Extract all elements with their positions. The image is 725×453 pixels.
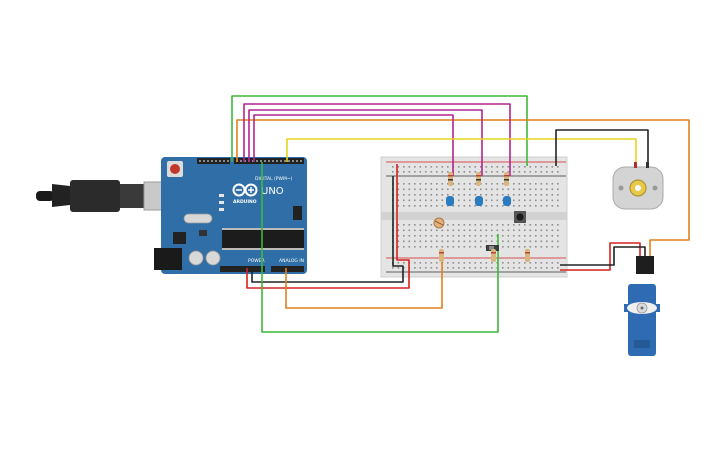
resistor-1 [448, 172, 453, 186]
bottom-resistors [439, 249, 530, 262]
resistor-4 [439, 249, 444, 262]
power-jack [154, 248, 182, 270]
breadboard-center-channel [381, 212, 567, 220]
slide-switch[interactable] [486, 245, 499, 251]
icsp-header [293, 206, 302, 220]
model-label: UNO [261, 186, 284, 197]
push-button[interactable] [514, 211, 526, 223]
analog-header-label: ANALOG IN [279, 258, 304, 264]
capacitor-2 [205, 250, 221, 266]
analog-header [271, 266, 304, 272]
wires [231, 95, 690, 333]
led-2 [475, 196, 483, 206]
wire-green-bottom [261, 162, 499, 333]
dc-motor[interactable] [612, 162, 664, 210]
arduino-logo-icon [232, 183, 258, 197]
digital-header-left [197, 158, 230, 164]
voltage-regulator [173, 232, 186, 244]
atmega-chip [222, 230, 304, 248]
wire-black-motor [555, 129, 649, 168]
wire-green-top [231, 95, 528, 166]
power-header [220, 266, 265, 272]
breadboard[interactable] [380, 156, 568, 278]
led-3 [503, 196, 511, 206]
wire-red-5v [246, 164, 410, 289]
resistor-3 [504, 172, 509, 186]
capacitor-1 [188, 250, 204, 266]
power-header-label: POWER [248, 258, 265, 264]
resistor-6 [525, 249, 530, 262]
wire-red-servo [560, 242, 641, 271]
digital-header-label: DIGITAL (PWM~) [255, 176, 293, 182]
reset-button[interactable] [170, 164, 180, 174]
brand-label: ARDUINO [233, 199, 257, 205]
wire-black-gnd [251, 176, 404, 283]
usb-cable [36, 180, 181, 212]
wire-magenta-3 [253, 114, 454, 176]
micro-servo[interactable] [624, 256, 660, 356]
small-chip [199, 230, 207, 236]
crystal-oscillator [183, 213, 213, 224]
led-resistors [448, 172, 509, 186]
photoresistor [433, 217, 445, 229]
wire-orange-servo-signal [236, 119, 690, 258]
leds [446, 196, 511, 206]
led-1 [446, 196, 454, 206]
wire-orange-analog [285, 255, 443, 309]
wire-magenta-1 [243, 103, 511, 176]
resistor-2 [476, 172, 481, 186]
wire-magenta-2 [248, 109, 483, 176]
wire-yellow-motor [286, 138, 637, 168]
resistor-5 [491, 249, 496, 262]
wire-black-servo [560, 246, 646, 266]
arduino-uno-board[interactable]: DIGITAL (PWM~) POWER ANALOG IN UNO ARDUI… [154, 157, 307, 274]
servo-connector [636, 256, 654, 274]
